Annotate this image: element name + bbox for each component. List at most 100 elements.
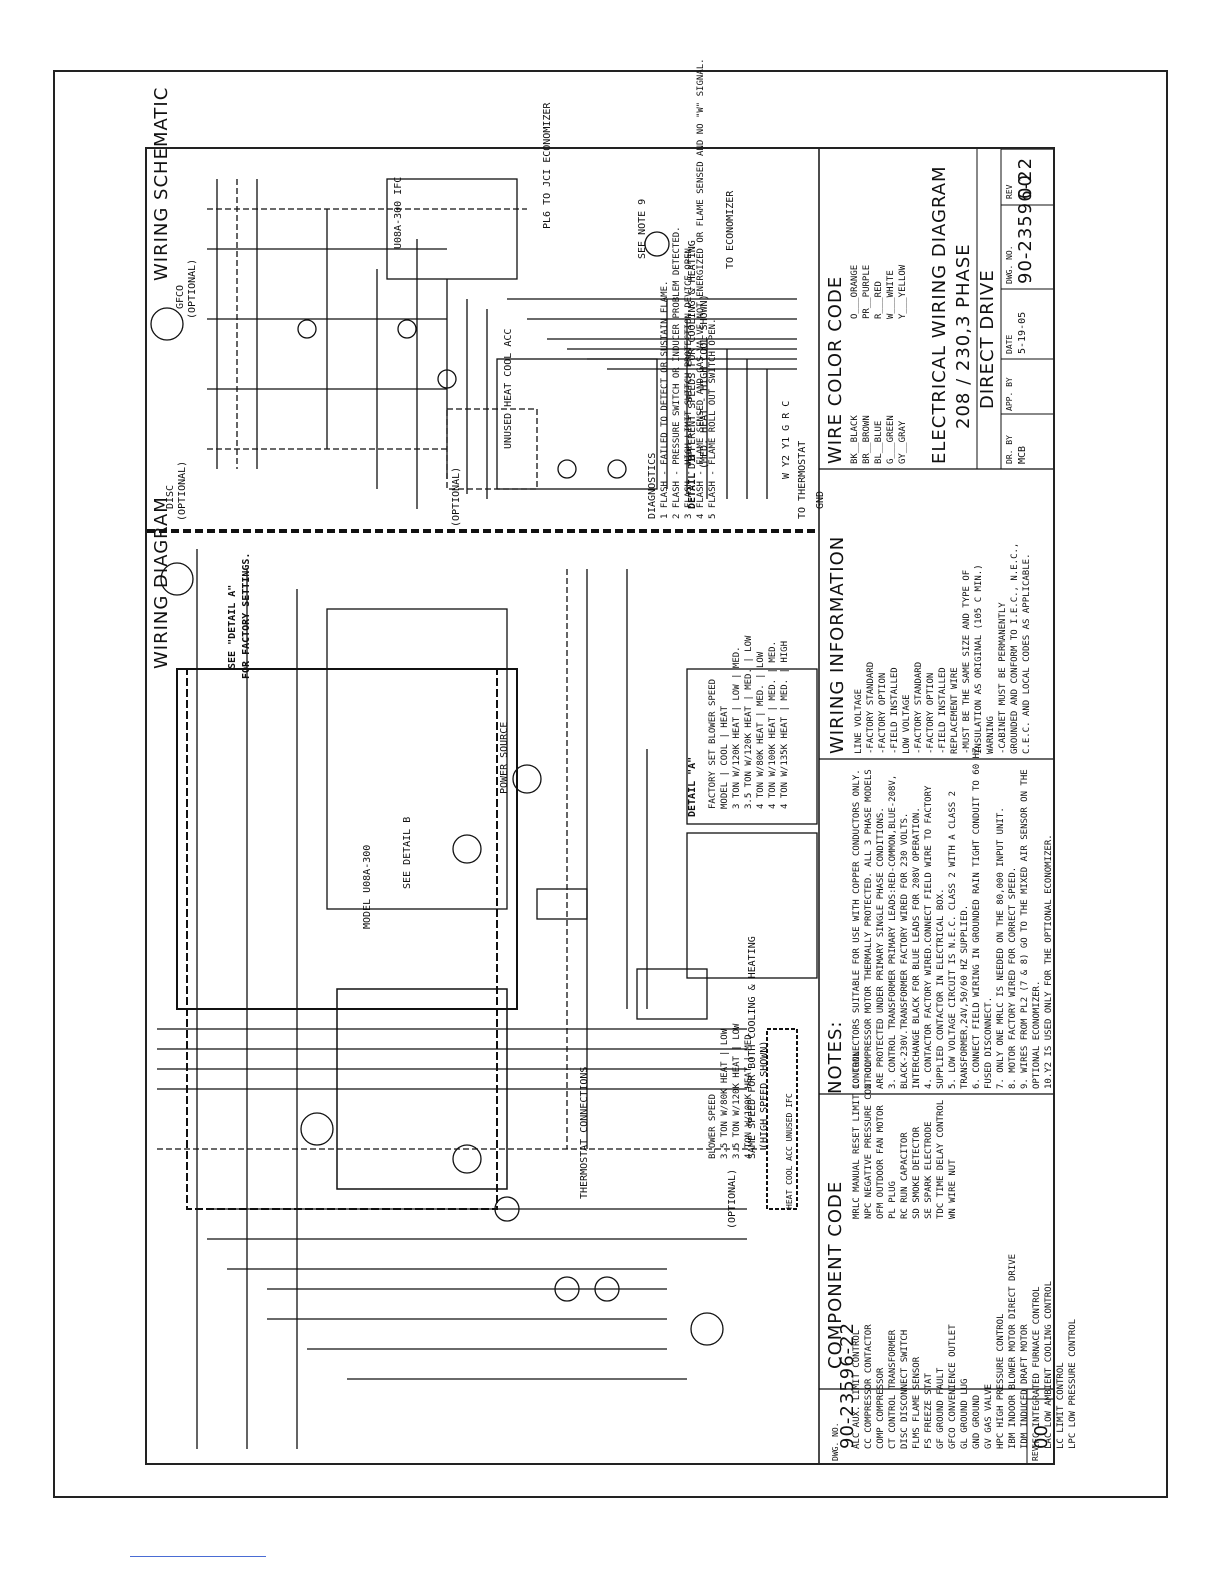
lowv-item: -FIELD INSTALLED — [938, 667, 948, 754]
schematic-gnd-label: GND — [815, 490, 826, 509]
detail-a-row: 4 TON W/100K HEAT | MED. | MED. — [768, 640, 778, 809]
diagram-optional-label: (OPTIONAL) — [727, 1168, 738, 1229]
notes-title: NOTES: — [825, 1020, 846, 1095]
warning-heading: WARNING — [986, 716, 996, 754]
component-code-item: IDM INDUCED DRAFT MOTOR — [1020, 1324, 1030, 1449]
thermostat-terminals: W Y2 Y1 G R C — [781, 400, 792, 479]
schematic-title: WIRING SCHEMATIC — [151, 86, 172, 281]
wire-color-item: GY__GRAY — [898, 420, 908, 464]
date-label: DATE — [1005, 334, 1014, 354]
note-item: TRANSFORMER,24V,50/60 HZ SUPPLIED. — [960, 904, 970, 1089]
note-item: 2. COMPRESSOR MOTOR THERMALLY PROTECTED.… — [864, 769, 874, 1089]
to-thermostat-label: TO THERMOSTAT — [797, 440, 808, 519]
to-economizer-label: TO ECONOMIZER — [725, 190, 736, 269]
component-code-item: GFCO CONVENIENCE OUTLET — [948, 1324, 958, 1449]
detail-a-title: DETAIL "A" — [687, 756, 698, 817]
wire-color-item: W___WHITE — [886, 270, 896, 319]
note-item: FUSED DISCONNECT. — [984, 996, 994, 1089]
component-code-item: FS FREEZE STAT — [924, 1373, 934, 1449]
dr-by-label: DR. BY — [1005, 435, 1014, 464]
diagnostics-heading: DIAGNOSTICS — [647, 452, 658, 519]
component-code-item: IBM INDOOR BLOWER MOTOR DIRECT DRIVE — [1008, 1253, 1018, 1449]
replacement-line: -MUST BE THE SAME SIZE AND TYPE OF — [962, 569, 972, 754]
wire-color-item: O___ORANGE — [850, 264, 860, 319]
replacement-heading: REPLACEMENT WIRE — [950, 667, 960, 754]
schematic-control-board: U08A-300 IFC — [393, 176, 404, 249]
component-code-item: LC LIMIT CONTROL — [1056, 1362, 1066, 1449]
note-item: 10.Y2 IS USED ONLY FOR THE OPTIONAL ECON… — [1044, 834, 1054, 1089]
lowv-item: -FACTORY OPTION — [926, 672, 936, 754]
replacement-line: INSULATION AS ORIGINAL (105 C MIN.) — [974, 564, 984, 754]
detail-a-row: 3.5 TON W/120K HEAT | MED. | LOW — [744, 635, 754, 809]
dwg-no-label: DWG. NO. — [1005, 245, 1014, 284]
power-source-label: POWER SOURCE — [499, 721, 510, 794]
component-code-item: GV GAS VALVE — [984, 1383, 994, 1449]
component-code-item: COMP COMPRESSOR — [876, 1367, 886, 1449]
note-item: 3. CONTROL TRANSFORMER PRIMARY LEADS:RED… — [888, 774, 898, 1089]
diagnostic-row: 2 FLASH - PRESSURE SWITCH OR INDUCER PRO… — [672, 226, 682, 519]
rev-label: REV — [1005, 184, 1014, 199]
same-speed-sub: (HIGH SPEED SHOWN) — [759, 1040, 770, 1149]
note-item: 8. MOTOR FACTORY WIRED FOR CORRECT SPEED… — [1008, 866, 1018, 1089]
gfco-optional-label: (OPTIONAL) — [187, 258, 198, 319]
wiring-info-title: WIRING INFORMATION — [827, 535, 848, 754]
wire-color-item: BK__BLACK — [850, 415, 860, 464]
diff-speed-sub: (MED. HEAT - HIGH COOL SHOWN) — [699, 294, 710, 469]
stamp-dwg-value: 90-23596-22 — [837, 1321, 858, 1449]
line-voltage-heading: LINE VOLTAGE — [854, 688, 864, 754]
dr-by-value: MCB — [1017, 445, 1028, 464]
warning-line: GROUNDED AND CONFORM TO I.E.C., N.E.C., — [1010, 542, 1020, 754]
note-item: ARE PROTECTED UNDER PRIMARY SINGLE PHASE… — [876, 807, 886, 1089]
note-item: SUPPLIED CONTACTOR IN ELECTRICAL BOX. — [936, 888, 946, 1089]
see-detail-b-label: SEE DETAIL B — [402, 816, 413, 889]
footer-link-underline — [130, 1556, 266, 1557]
notes-list: 1. CONNECTORS SUITABLE FOR USE WITH COPP… — [851, 748, 1055, 1089]
gfco-label: GFCO — [175, 284, 186, 309]
component-code-item: GF GROUND FAULT — [936, 1367, 946, 1449]
disc-optional-label: (OPTIONAL) — [177, 460, 188, 521]
ifc-terminals: HEAT COOL ACC UNUSED IFC — [785, 1093, 794, 1209]
title-block-line2: 208 / 230,3 PHASE — [953, 243, 974, 429]
wiring-line-art — [147, 149, 1053, 1463]
diagram-title: WIRING DIAGRAM — [151, 496, 172, 669]
title-block-title: ELECTRICAL WIRING DIAGRAM — [929, 165, 950, 464]
note-item: 7. ONLY ONE MRLC IS NEEDED ON THE 80,000… — [996, 807, 1006, 1089]
diagnostic-row: 1 FLASH - FAILED TO DETECT OR SUSTAIN FL… — [660, 280, 670, 519]
component-code-item: GL GROUND LUG — [960, 1378, 970, 1449]
wiring-info-list: LINE VOLTAGE -FACTORY STANDARD -FACTORY … — [853, 543, 1033, 754]
note-item: 6. CONNECT FIELD WIRING IN GROUNDED RAIN… — [972, 747, 982, 1089]
detail-a-subheader: MODEL | COOL | HEAT — [720, 706, 730, 809]
wire-color-item: BL__BLUE — [874, 420, 884, 464]
detail-a-header: FACTORY SET BLOWER SPEED — [708, 678, 718, 809]
component-code-item: CC COMPRESSOR CONTACTOR — [864, 1324, 874, 1449]
lv-item: -FACTORY STANDARD — [866, 661, 876, 754]
wire-color-title: WIRE COLOR CODE — [825, 275, 846, 464]
lv-item: -FACTORY OPTION — [878, 672, 888, 754]
detail-a-row: 4 TON W/80K HEAT | MED. | LOW — [756, 651, 766, 809]
note-item: 1. CONNECTORS SUITABLE FOR USE WITH COPP… — [852, 769, 862, 1089]
note-item: BLACK-230V.TRANSFORMER FACTORY WIRED FOR… — [900, 812, 910, 1089]
detail-a-row: 3 TON W/120K HEAT | LOW | MED. — [732, 646, 742, 809]
note-item: 9. WIRES FROM PL2 (7 & 8) GO TO THE MIXE… — [1020, 769, 1030, 1089]
rev-value: 00 — [1015, 174, 1036, 199]
lv-item: -FIELD INSTALLED — [890, 667, 900, 754]
see-detail-a-label: SEE "DETAIL A" — [227, 584, 238, 669]
low-voltage-heading: LOW VOLTAGE — [902, 694, 912, 754]
wire-color-item: Y___YELLOW — [898, 264, 908, 319]
wire-color-col1: BK__BLACK BR__BROWN BL__BLUE G___GREEN G… — [849, 415, 909, 464]
wire-color-item: R___RED — [874, 281, 884, 319]
schematic-ifc-relays: UNUSED HEAT COOL ACC — [503, 328, 514, 449]
component-code-item: HPC HIGH PRESSURE CONTROL — [996, 1313, 1006, 1449]
detail-a-row: 4 TON W/135K HEAT | MED. | HIGH — [780, 640, 790, 809]
factory-settings-label: FOR FACTORY SETTINGS. — [241, 552, 252, 679]
note-item: INTERCHANGE BLACK FOR BLUE LEADS FOR 208… — [912, 807, 922, 1089]
component-code-item: LPC LOW PRESSURE CONTROL — [1068, 1318, 1078, 1449]
component-code-item: DISC DISCONNECT SWITCH — [900, 1329, 910, 1449]
note-item: 4. CONTACTOR FACTORY WIRED.CONNECT FIELD… — [924, 785, 934, 1089]
lowv-item: -FACTORY STANDARD — [914, 661, 924, 754]
same-speed-label: SAME SPEED FOR BOTH COOLING & HEATING — [747, 936, 758, 1159]
wire-color-col2: O___ORANGE PR__PURPLE R___RED W___WHITE … — [849, 265, 909, 319]
blower-row: 3.5 TON W/120K HEAT | LOW — [732, 1023, 742, 1159]
wire-color-item: BR__BROWN — [862, 415, 872, 464]
